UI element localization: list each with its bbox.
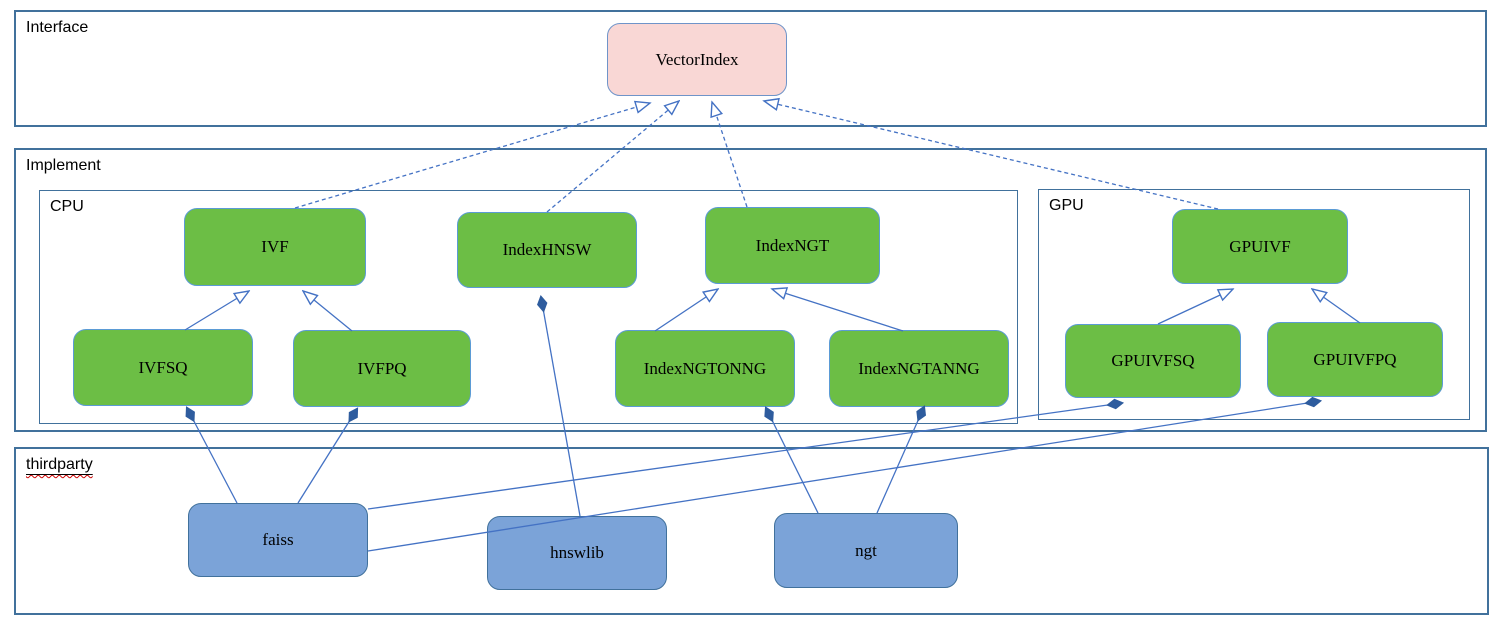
node-ivfpq-label: IVFPQ xyxy=(357,358,407,378)
node-indexngtonng-label: IndexNGTONNG xyxy=(643,358,767,378)
node-indexngtanng-label: IndexNGTANNG xyxy=(858,358,980,378)
node-indexngt-label: IndexNGT xyxy=(755,235,830,255)
node-faiss-label: faiss xyxy=(262,530,294,549)
node-gpuivf-label: GPUIVF xyxy=(1229,236,1291,256)
thirdparty-section-label: thirdparty xyxy=(26,456,93,474)
node-indexngt[interactable]: IndexNGT xyxy=(705,207,880,284)
node-indexngtanng[interactable]: IndexNGTANNG xyxy=(829,330,1009,407)
node-vectorindex[interactable]: VectorIndex xyxy=(607,23,787,96)
node-ngt[interactable]: ngt xyxy=(774,513,958,588)
thirdparty-section-label-text: thirdparty xyxy=(26,456,93,473)
node-gpuivfpq-label: GPUIVFPQ xyxy=(1313,349,1397,369)
node-indexhnsw-label: IndexHNSW xyxy=(502,240,592,259)
node-ivfsq[interactable]: IVFSQ xyxy=(73,329,253,406)
interface-section-label: Interface xyxy=(26,19,89,36)
node-ivf[interactable]: IVF xyxy=(184,208,366,286)
cpu-section-label: CPU xyxy=(50,198,84,215)
node-gpuivf[interactable]: GPUIVF xyxy=(1172,209,1348,284)
implement-section-label: Implement xyxy=(26,157,101,174)
node-gpuivfsq[interactable]: GPUIVFSQ xyxy=(1065,324,1241,398)
node-hnswlib-label: hnswlib xyxy=(550,543,604,562)
gpu-section-label: GPU xyxy=(1049,197,1084,214)
interface-section[interactable]: Interface xyxy=(14,10,1487,127)
node-gpuivfpq[interactable]: GPUIVFPQ xyxy=(1267,322,1443,397)
node-gpuivfsq-label: GPUIVFSQ xyxy=(1111,351,1195,370)
node-ivfpq[interactable]: IVFPQ xyxy=(293,330,471,407)
node-ivf-label: IVF xyxy=(261,237,289,256)
node-vectorindex-label: VectorIndex xyxy=(655,49,739,69)
node-indexngtonng[interactable]: IndexNGTONNG xyxy=(615,330,795,407)
node-hnswlib[interactable]: hnswlib xyxy=(487,516,667,590)
node-ngt-label: ngt xyxy=(855,540,877,560)
node-ivfsq-label: IVFSQ xyxy=(138,357,188,377)
node-faiss[interactable]: faiss xyxy=(188,503,368,577)
node-indexhnsw[interactable]: IndexHNSW xyxy=(457,212,637,288)
